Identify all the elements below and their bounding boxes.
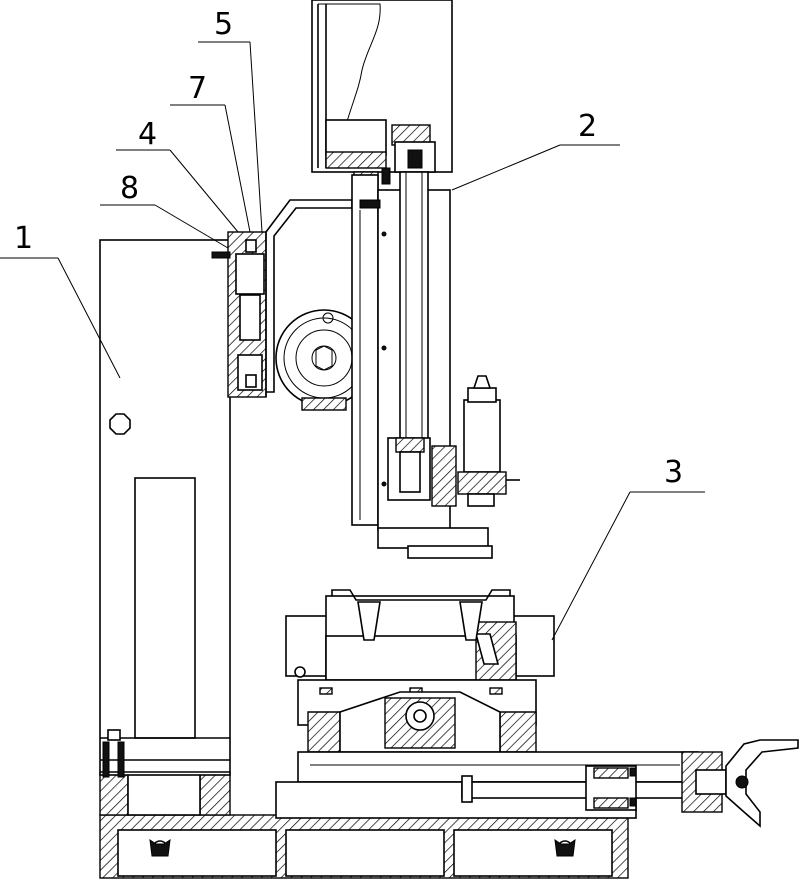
spindle-head [312, 0, 452, 194]
part-label-8: 8 [120, 171, 139, 206]
part-label-5: 5 [214, 7, 233, 42]
column-body [100, 240, 230, 777]
part-label-2: 2 [578, 109, 597, 144]
wing-bolt-icon [150, 840, 170, 856]
part-label-7: 7 [188, 71, 207, 106]
part-label-1: 1 [14, 221, 33, 256]
part-label-4: 4 [138, 117, 157, 152]
wing-bolt-icon [555, 840, 575, 856]
part-label-3: 3 [664, 455, 683, 490]
